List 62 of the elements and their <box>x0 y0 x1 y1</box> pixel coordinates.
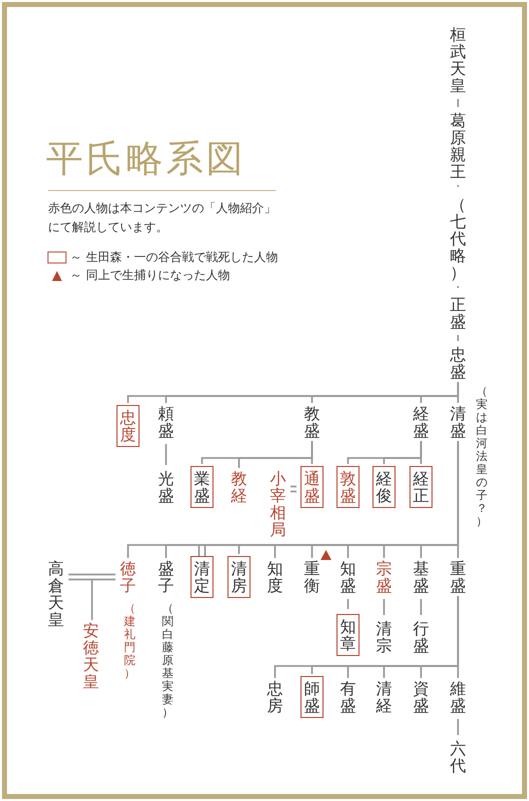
name-text: 教盛 <box>304 405 320 439</box>
connector-line <box>457 335 459 341</box>
connector-line <box>165 444 167 465</box>
boxed-name: 知章 <box>336 614 360 656</box>
name-text: 重盛 <box>450 560 466 594</box>
boxed-name: 清定 <box>190 556 214 598</box>
name-text: 忠盛 <box>450 346 466 380</box>
connector-line <box>383 599 385 615</box>
connector-line <box>347 599 349 609</box>
boxed-name: 業盛 <box>190 466 214 508</box>
name-text: 頼盛 <box>158 405 174 439</box>
name-text: 重衡 <box>304 560 320 594</box>
name-text: 清宗 <box>376 620 392 654</box>
name-text: 高倉天皇 <box>48 560 64 628</box>
connector-line <box>457 719 459 735</box>
name-text: 盛子 <box>158 560 174 594</box>
name-text: 忠房 <box>266 680 284 714</box>
name-text: 知盛 <box>340 560 356 594</box>
name-text: 桓武天皇 <box>450 26 466 94</box>
boxed-name: 通盛 <box>300 466 324 508</box>
name-text: 小宰相局 <box>270 470 286 538</box>
legend-text: ～ 生田森・一の谷合戦で戦死した人物 <box>70 249 278 266</box>
double-line <box>68 574 116 580</box>
connector-line <box>420 599 422 615</box>
connector-line <box>91 580 93 620</box>
name-text: 教経 <box>230 470 248 504</box>
connector-line <box>457 596 459 678</box>
name-text: 経盛 <box>412 405 430 439</box>
boxed-name: 敦盛 <box>336 466 360 508</box>
name-text: （七代略） <box>450 196 466 281</box>
name-text: 光盛 <box>158 470 174 504</box>
connector-line <box>457 382 459 403</box>
name-text: 基盛 <box>412 560 430 594</box>
boxed-name: 経正 <box>410 466 432 508</box>
double-line <box>290 486 298 492</box>
name-text: 知度 <box>266 560 284 594</box>
note-text: （関白藤原基実妻） <box>162 602 174 719</box>
title: 平氏略系図 <box>46 136 246 182</box>
name-text: 資盛 <box>412 680 430 714</box>
name-text: 清盛 <box>450 405 466 439</box>
note-text: （建礼門院） <box>124 602 136 680</box>
note-text: 赤色の人物は本コンテンツの「人物紹介」にて解説しています。 <box>48 200 277 236</box>
connector-line <box>457 99 459 107</box>
boxed-name: 師盛 <box>300 676 324 718</box>
name-text: 葛原親王 <box>450 112 466 180</box>
connector-line <box>420 441 422 464</box>
name-text: 安徳天皇 <box>82 622 100 690</box>
connector-line <box>311 441 313 464</box>
name-text: 維盛 <box>450 680 466 714</box>
name-text: 宗盛 <box>376 560 392 594</box>
legend-text: ～ 同上で生捕りになった人物 <box>70 267 230 284</box>
name-text: 徳子 <box>120 560 136 594</box>
name-text: 有盛 <box>340 680 356 714</box>
name-text: 正盛 <box>450 296 466 330</box>
connector-line <box>457 441 459 558</box>
boxed-name: 忠度 <box>116 405 140 447</box>
boxed-name: 経俊 <box>372 466 396 508</box>
name-text: 行盛 <box>412 620 430 654</box>
boxed-name: 清房 <box>228 556 250 598</box>
note-text: （実は白河法皇の子？） <box>476 385 488 528</box>
name-text: 六代 <box>450 740 466 774</box>
name-text: 清経 <box>376 680 392 714</box>
